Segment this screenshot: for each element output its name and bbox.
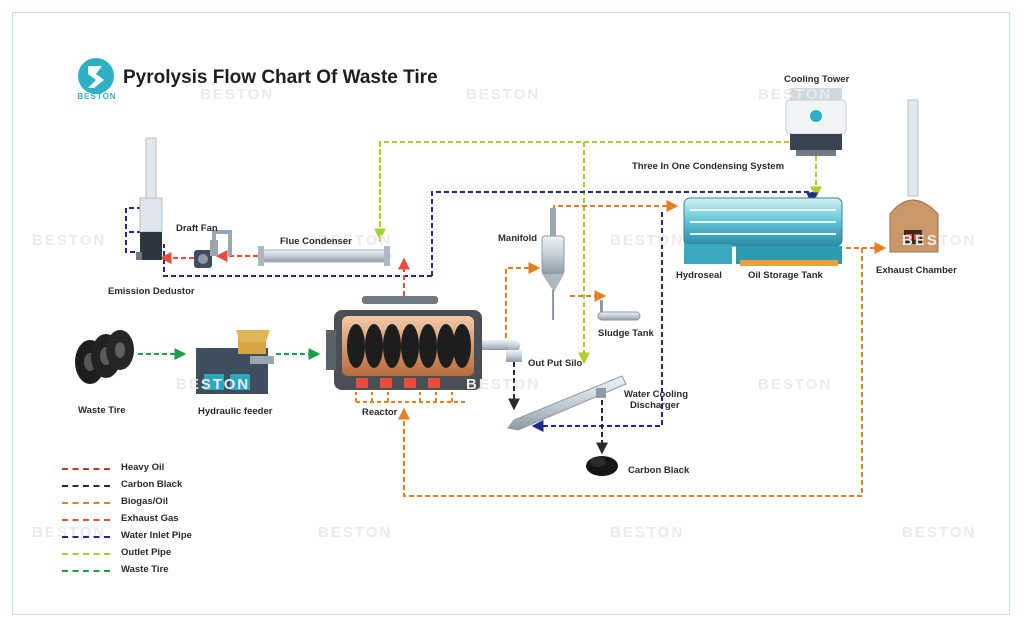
watermark: BESTON xyxy=(32,232,107,249)
condensing-system-icon xyxy=(683,197,843,266)
label-manifold: Manifold xyxy=(498,233,538,244)
flow-water-dedustor-loop xyxy=(125,231,142,253)
label-waste-tire: Waste Tire xyxy=(78,405,126,416)
legend-item: Heavy Oil xyxy=(60,461,230,478)
legend-item: Carbon Black xyxy=(60,478,230,495)
diagram-frame xyxy=(12,12,1010,615)
legend-item: Exhaust Gas xyxy=(60,512,230,529)
page-title: Pyrolysis Flow Chart Of Waste Tire xyxy=(123,67,438,88)
watermark: BESTON xyxy=(318,524,393,541)
legend-line-swatch xyxy=(62,502,110,504)
legend-label: Exhaust Gas xyxy=(121,513,179,524)
exhaust-chamber-icon xyxy=(889,99,939,253)
logo-text: BESTON xyxy=(77,92,117,101)
legend-item: Outlet Pipe xyxy=(60,546,230,563)
legend-label: Heavy Oil xyxy=(121,462,165,473)
draft-fan-icon xyxy=(194,230,232,268)
legend-item: Biogas/Oil xyxy=(60,495,230,512)
watermark: BESTON xyxy=(466,376,541,393)
legend-item: Water Inlet Pipe xyxy=(60,529,230,546)
flow-water-dedustor-top xyxy=(125,207,142,232)
cooling-tower-icon xyxy=(785,88,847,156)
watermark: BESTON xyxy=(318,232,393,249)
reactor-icon xyxy=(326,296,520,390)
legend-label: Waste Tire xyxy=(121,564,169,575)
legend-line-swatch xyxy=(62,485,110,487)
legend-line-swatch xyxy=(62,536,110,538)
flow-manifold-to-condenser xyxy=(553,200,679,212)
legend-line-swatch xyxy=(62,519,110,521)
watermark: BESTON xyxy=(610,524,685,541)
legend-line-swatch xyxy=(62,468,110,470)
watermark: BESTON xyxy=(466,86,541,103)
flow-biogas-loop xyxy=(398,248,863,497)
label-water-cooling: Water Cooling xyxy=(624,389,689,400)
label-draft-fan: Draft Fan xyxy=(176,223,218,234)
label-emission-dedustor: Emission Dedustor xyxy=(108,286,195,297)
watermark: BESTON xyxy=(902,524,977,541)
label-reactor: Reactor xyxy=(362,407,398,418)
legend-label: Biogas/Oil xyxy=(121,496,168,507)
flow-water-discharger xyxy=(531,212,663,432)
emission-dedustor-icon xyxy=(136,137,163,260)
legend-label: Outlet Pipe xyxy=(121,547,172,558)
label-hydroseal: Hydroseal xyxy=(676,270,722,281)
label-sludge-tank: Sludge Tank xyxy=(598,328,654,339)
carbon-black-icon xyxy=(586,456,618,476)
flow-biogas-burners xyxy=(355,392,466,403)
sludge-tank-icon xyxy=(597,300,641,321)
label-output-silo: Out Put Silo xyxy=(528,358,583,369)
legend-label: Carbon Black xyxy=(121,479,183,490)
label-carbon-black: Carbon Black xyxy=(628,465,690,476)
legend-line-swatch xyxy=(62,570,110,572)
water-cooling-discharger-icon xyxy=(507,375,627,431)
manifold-icon xyxy=(541,208,565,320)
legend-label: Water Inlet Pipe xyxy=(121,530,192,541)
hydraulic-feeder-icon xyxy=(196,330,274,394)
label-flue-condenser: Flue Condenser xyxy=(280,236,352,247)
flow-water-inlet-top xyxy=(431,191,818,276)
watermark: BESTON xyxy=(610,232,685,249)
flue-condenser-icon xyxy=(258,246,391,266)
watermark: BESTON xyxy=(758,86,833,103)
watermark: BESTON xyxy=(200,86,275,103)
label-oil-storage-tank: Oil Storage Tank xyxy=(748,270,823,281)
flow-reactor-to-manifold xyxy=(505,262,541,346)
watermark: BESTON xyxy=(758,376,833,393)
label-hydraulic-feeder: Hydraulic feeder xyxy=(198,406,273,417)
label-exhaust-chamber: Exhaust Chamber xyxy=(876,265,957,276)
label-cooling-tower: Cooling Tower xyxy=(784,74,850,85)
watermark: BESTON xyxy=(902,232,977,249)
legend-line-swatch xyxy=(62,553,110,555)
watermark: BESTON xyxy=(176,376,251,393)
label-condensing-system: Three In One Condensing System xyxy=(632,161,785,172)
output-silo-icon xyxy=(506,350,522,362)
waste-tire-icon xyxy=(75,330,134,384)
label-discharger: Discharger xyxy=(630,400,680,411)
legend-item: Waste Tire xyxy=(60,563,230,580)
beston-logo-icon xyxy=(78,58,114,94)
